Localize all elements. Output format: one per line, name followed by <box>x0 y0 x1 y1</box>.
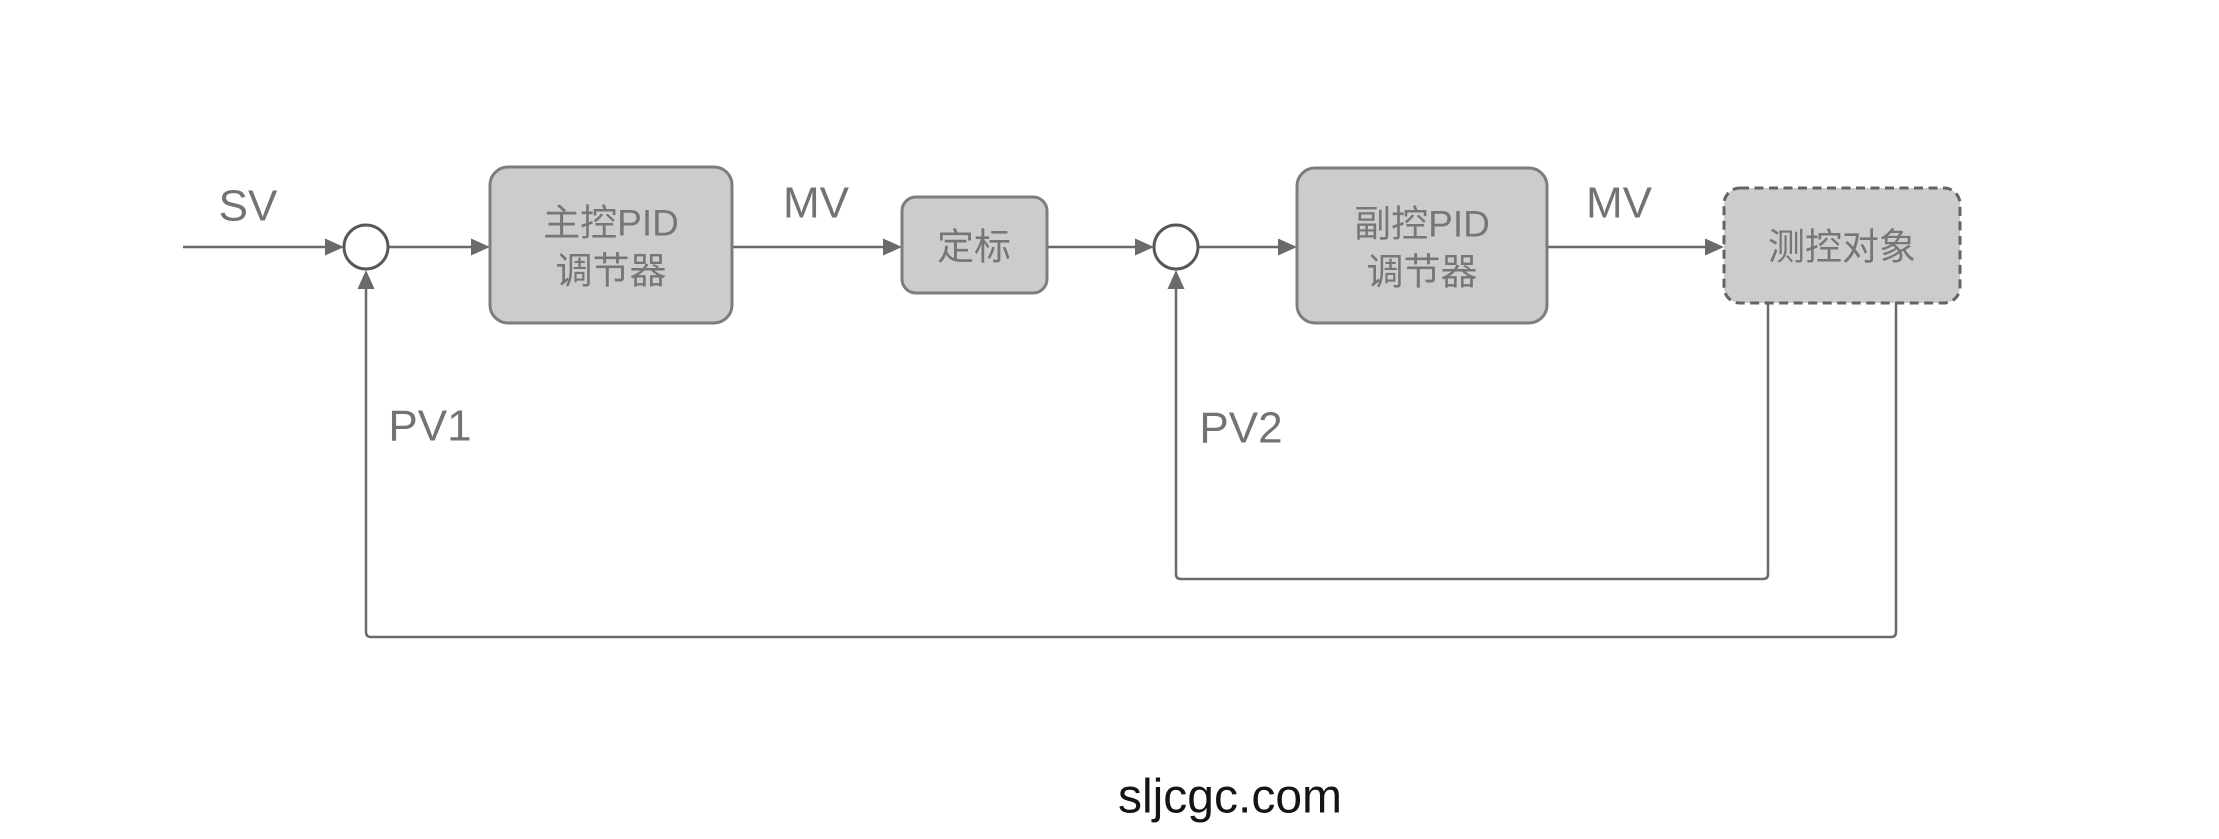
slave-pid-box <box>1295 166 1549 325</box>
mv2-label: MV <box>1586 179 1653 228</box>
master-pid-label-line2: 调节器 <box>556 251 667 292</box>
scaler-label: 定标 <box>937 227 1011 268</box>
master-pid-label-line1: 主控PID <box>543 203 679 244</box>
sv-label: SV <box>219 182 278 231</box>
arrow-pv2-into-junction-2-icon <box>1167 270 1185 289</box>
mv1-label: MV <box>783 179 850 228</box>
arrow-into-junction-2-icon <box>1135 238 1154 256</box>
arrow-into-plant-icon <box>1705 238 1724 256</box>
watermark: sljcgc.com <box>1118 771 1342 824</box>
plant-label: 测控对象 <box>1768 227 1916 268</box>
arrow-into-slave-pid-icon <box>1278 238 1297 256</box>
wire-pv2-feedback <box>1174 289 1770 581</box>
wire-pv1-feedback <box>364 289 1898 639</box>
summing-junction-1 <box>342 223 390 271</box>
arrow-pv1-into-junction-1-icon <box>357 270 375 289</box>
arrow-into-scaler-icon <box>883 238 902 256</box>
scaler-box <box>900 195 1049 295</box>
arrow-into-junction-1-icon <box>325 238 344 256</box>
slave-pid-label-line1: 副控PID <box>1354 204 1490 245</box>
plant-box <box>1722 186 1962 305</box>
arrow-into-master-pid-icon <box>471 238 490 256</box>
summing-junction-2 <box>1152 223 1200 271</box>
pv1-label: PV1 <box>388 402 471 451</box>
slave-pid-label-line2: 调节器 <box>1367 252 1478 293</box>
master-pid-box <box>488 165 734 325</box>
pv2-label: PV2 <box>1199 404 1282 453</box>
